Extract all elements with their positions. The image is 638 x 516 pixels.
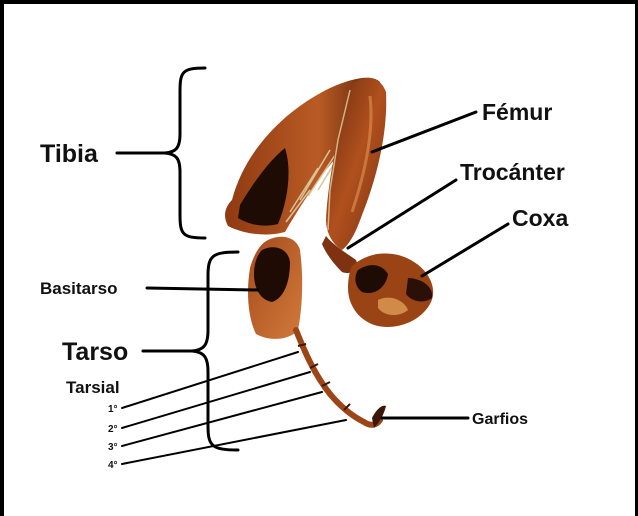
trocanter-label: Trocánter — [460, 159, 565, 185]
coxa-label: Coxa — [512, 205, 568, 231]
femur-leader — [372, 112, 476, 152]
femur-label: Fémur — [482, 99, 552, 125]
leg-illustration — [225, 78, 433, 428]
tarsial-label: Tarsial — [66, 378, 120, 397]
tarsial-4-leader — [122, 420, 346, 464]
tibia-brace — [165, 68, 205, 238]
tarsial-1-label: 1° — [108, 404, 118, 415]
tarso-label: Tarso — [62, 338, 128, 366]
tarsial-1-leader — [122, 352, 298, 408]
tarsial-2-label: 2° — [108, 424, 118, 435]
tibia-label: Tibia — [40, 140, 99, 168]
tarsial-4-label: 4° — [108, 460, 118, 471]
coxa-leader — [422, 224, 508, 276]
basitarso-leader — [147, 288, 258, 290]
tarsal-chain — [296, 330, 380, 425]
garfios-label: Garfios — [472, 411, 528, 428]
basitarso-label: Basitarso — [40, 279, 117, 298]
tarsial-3-label: 3° — [108, 442, 118, 453]
